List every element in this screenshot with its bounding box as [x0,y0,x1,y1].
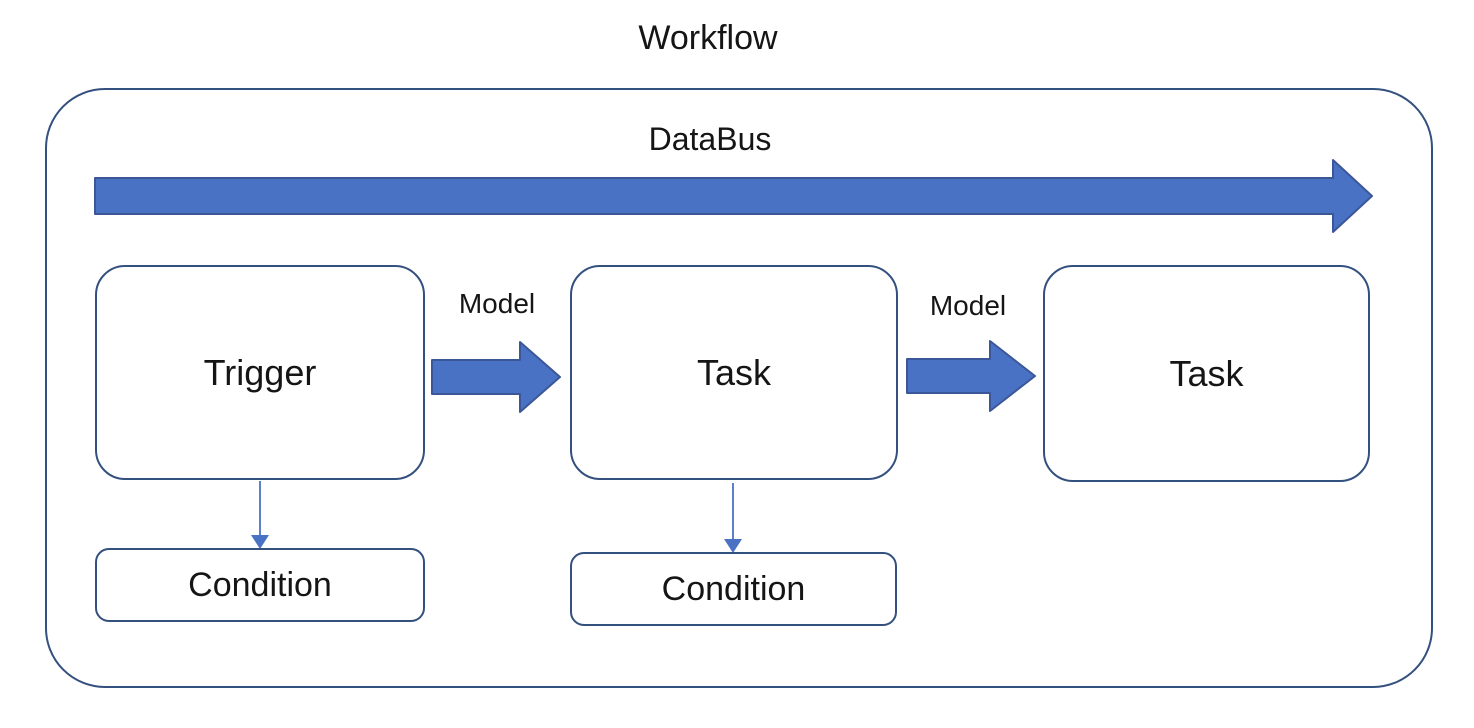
node-task-2: Task [1043,265,1370,482]
node-condition-2-label: Condition [661,569,806,608]
node-trigger-label: Trigger [203,351,317,393]
diagram-title: Workflow [638,19,778,57]
node-condition-1: Condition [95,548,425,622]
node-trigger: Trigger [95,265,425,480]
edge-label-model-1: Model [458,288,536,319]
workflow-container-outline [45,88,1433,688]
databus-label: DataBus [648,121,772,157]
node-task-1-label: Task [696,351,772,393]
edge-label-model-2: Model [929,290,1007,321]
node-condition-2: Condition [570,552,897,626]
node-task-2-label: Task [1169,352,1244,394]
node-task-1: Task [570,265,898,480]
node-condition-1-label: Condition [188,565,332,604]
